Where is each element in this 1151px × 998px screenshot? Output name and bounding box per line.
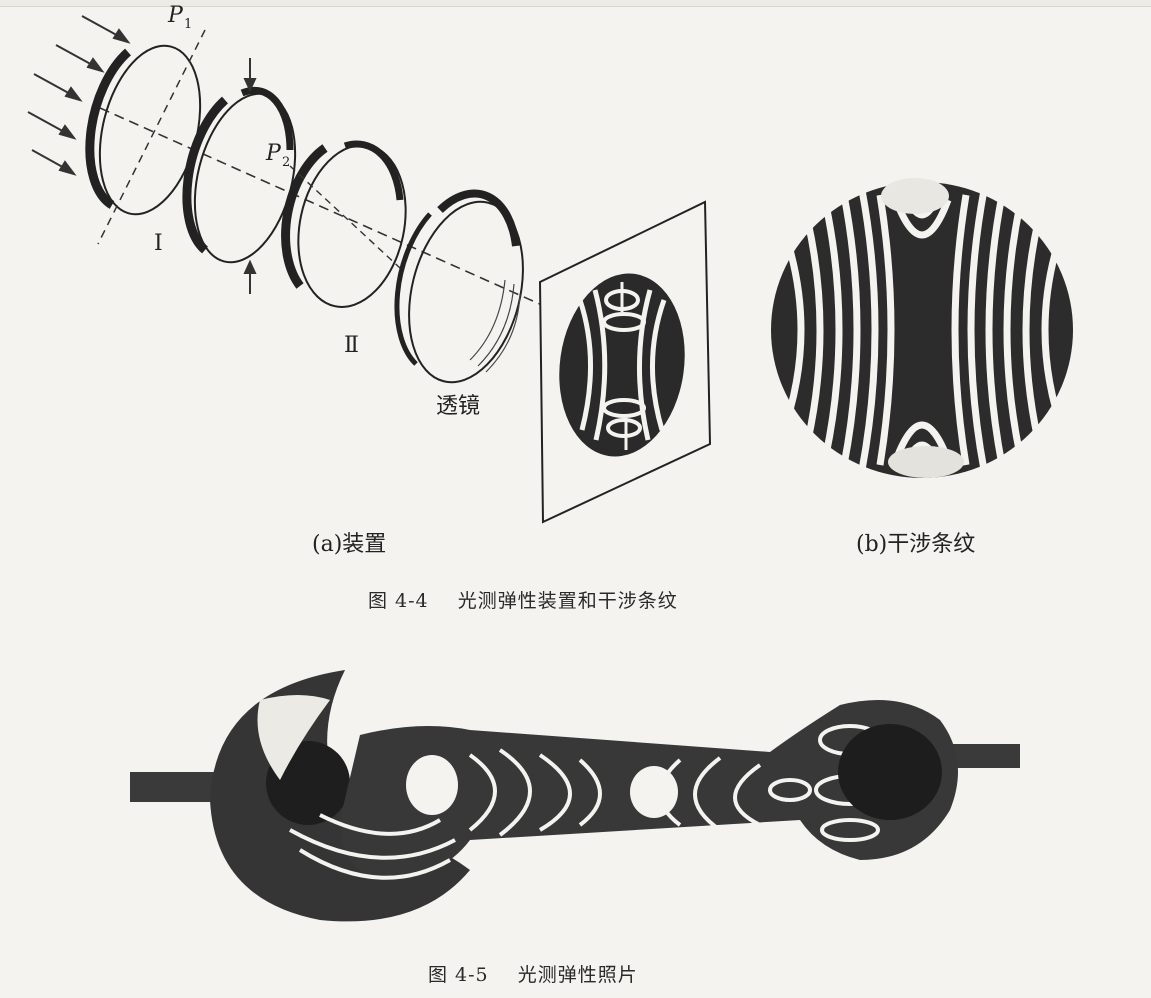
subcaption-a: (a)装置 <box>312 526 386 558</box>
subcaption-b: (b)干涉条纹 <box>856 526 975 558</box>
figure-4-4-caption-title: 光测弹性装置和干涉条纹 <box>458 590 678 612</box>
figure-4-5-caption: 图 4-5 光测弹性照片 <box>428 960 638 987</box>
figure-4-5-caption-number: 图 4-5 <box>428 964 489 986</box>
figure-4-4-caption-number: 图 4-4 <box>368 590 429 612</box>
figure-4-4-caption: 图 4-4 光测弹性装置和干涉条纹 <box>368 586 678 613</box>
photoelastic-specimen <box>130 670 1020 921</box>
figure-4-5-caption-title: 光测弹性照片 <box>518 964 638 986</box>
